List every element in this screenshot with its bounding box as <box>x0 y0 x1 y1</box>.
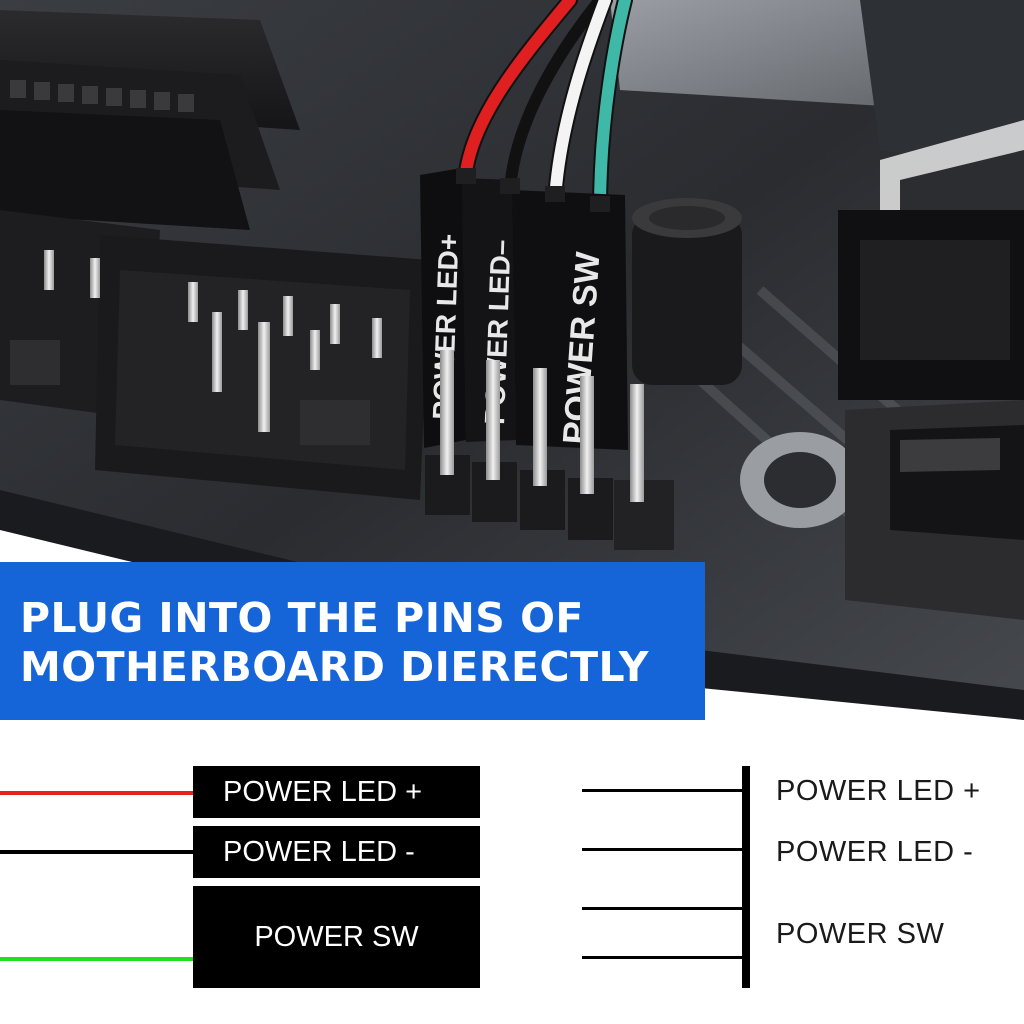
headline-banner: PLUG INTO THE PINS OF MOTHERBOARD DIEREC… <box>0 562 705 720</box>
pin-line <box>582 848 746 851</box>
label-text: POWER LED + <box>223 775 423 808</box>
black-wire <box>0 850 193 854</box>
motherboard-photo: POWER LED+ POWER LED– POWER SW <box>0 0 1024 720</box>
headline-line-1: PLUG INTO THE PINS OF <box>20 594 584 642</box>
pin-label-power-led-plus: POWER LED + <box>776 775 981 807</box>
green-wire <box>0 957 193 961</box>
label-text: POWER SW <box>254 920 419 953</box>
label-text: POWER LED - <box>223 835 415 868</box>
connector-wires <box>457 0 633 218</box>
wiring-legend: POWER LED + POWER LED - POWER SW POWER L… <box>0 720 1024 1024</box>
pin-line <box>582 907 746 910</box>
front-panel-pins <box>425 350 674 550</box>
pin-line <box>582 789 746 792</box>
pcie-slot <box>0 10 300 230</box>
pin-line <box>582 956 746 959</box>
usb-header <box>0 210 430 500</box>
pin-label-power-led-minus: POWER LED - <box>776 836 974 868</box>
red-wire <box>0 791 193 795</box>
power-led-minus-label: POWER LED - <box>193 826 480 878</box>
pin-header-bar <box>742 766 750 988</box>
power-sw-label: POWER SW <box>193 886 480 988</box>
sata-port <box>845 400 1024 620</box>
headline-line-2: MOTHERBOARD DIERECTLY <box>20 643 649 691</box>
pin-label-power-sw: POWER SW <box>776 918 945 950</box>
power-led-plus-label: POWER LED + <box>193 766 480 818</box>
mounting-hole <box>740 432 860 528</box>
capacitor <box>632 198 742 385</box>
